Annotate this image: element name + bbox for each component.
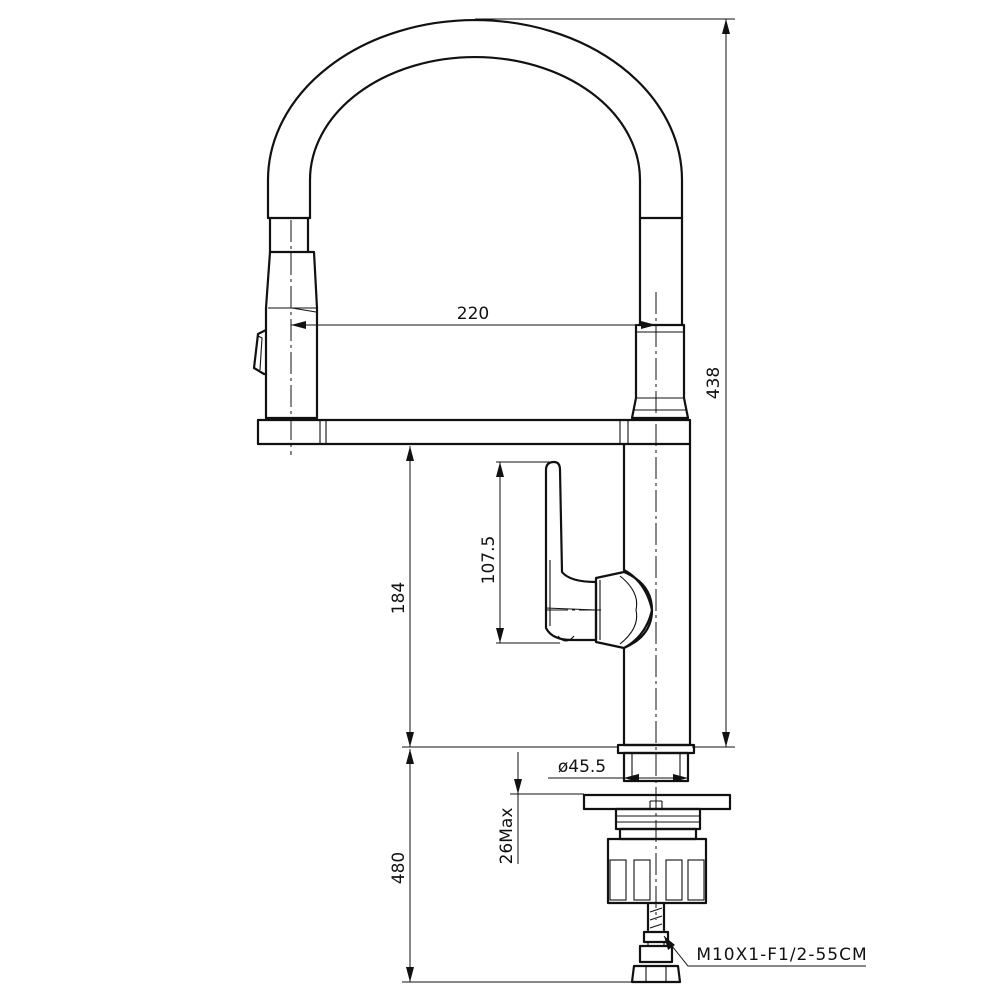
mounting-shank: [614, 807, 702, 831]
dim-handle-height-label: 107.5: [479, 536, 499, 585]
gooseneck-outer: [266, 18, 684, 220]
supply-hose: [646, 901, 666, 932]
dim-hose-length-label: 480: [389, 852, 409, 884]
cartridge-housing: [594, 570, 654, 650]
dimension-labels: 438 220 184 107.5 ø45.5 26Max 480 M10X1-…: [389, 304, 867, 965]
center-lines: [290, 220, 657, 920]
dim-spout-height-label: 184: [389, 582, 409, 614]
gooseneck-inner: [308, 55, 642, 220]
dim-spout-reach-label: 220: [457, 304, 489, 324]
right-spout-column: [638, 216, 684, 327]
main-body: [622, 442, 692, 747]
faucet-outline: [252, 18, 732, 984]
spray-head: [264, 250, 319, 420]
handle-lever: [544, 460, 598, 642]
spout-collar: [630, 323, 690, 420]
mounting-nut: [618, 827, 698, 841]
dimension-lines: [291, 18, 866, 983]
hose-hex-nut: [630, 964, 682, 984]
dim-hose-spec-label: M10X1-F1/2-55CM: [696, 945, 867, 965]
deck-plate: [582, 793, 732, 811]
mounting-collar: [606, 837, 708, 905]
dim-total-height-label: 438: [704, 367, 724, 399]
dim-base-diameter-label: ø45.5: [558, 757, 606, 777]
spray-button: [252, 328, 268, 376]
left-hose-section: [268, 216, 310, 254]
dim-deck-thickness-label: 26Max: [497, 808, 517, 865]
docking-arm: [256, 418, 692, 446]
